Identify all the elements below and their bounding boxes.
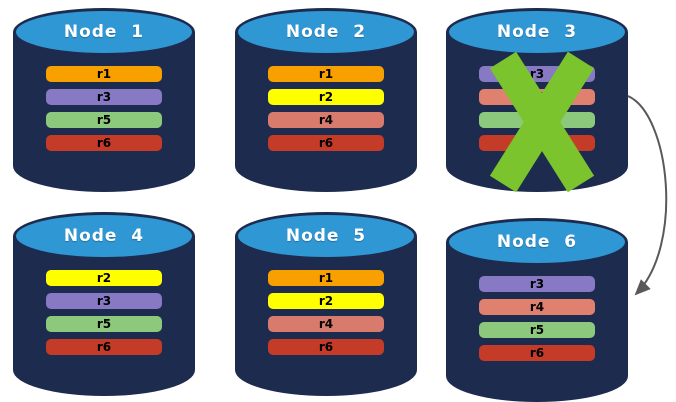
replica-label: r2 [96, 271, 112, 285]
node-2-title: Node 2 [285, 22, 367, 42]
node-5-replica-r4: r4 [268, 316, 384, 332]
node-6-replica-r3: r3 [479, 276, 595, 292]
node-2-replica-r6: r6 [268, 135, 384, 151]
node-2-replica-r4: r4 [268, 112, 384, 128]
node-6-title: Node 6 [496, 232, 578, 252]
node-5-cylinder-top: Node 5 [235, 212, 417, 260]
replica-label: r3 [96, 90, 112, 104]
node-6-cylinder-top: Node 6 [446, 218, 628, 266]
node-6-replica-r6: r6 [479, 345, 595, 361]
node-2-cylinder-top: Node 2 [235, 8, 417, 56]
node-4-replica-r3: r3 [46, 293, 162, 309]
node-5-title: Node 5 [285, 226, 367, 246]
node-6-replica-list: r3 r4 r5 r6 [446, 276, 628, 361]
replica-label: r6 [96, 136, 112, 150]
replica-label: r3 [529, 67, 545, 81]
node-5-replica-r2: r2 [268, 293, 384, 309]
node-5-replica-r6: r6 [268, 339, 384, 355]
replica-label: r5 [96, 317, 112, 331]
node-5: Node 5 r1 r2 r4 r6 [235, 212, 417, 396]
failure-x-icon [489, 51, 595, 193]
arrow-curve [627, 95, 668, 296]
node-4-cylinder-top: Node 4 [13, 212, 195, 260]
replica-label: r3 [96, 294, 112, 308]
node-2-replica-r2: r2 [268, 89, 384, 105]
node-1-title: Node 1 [63, 22, 145, 42]
node-1-cylinder-top: Node 1 [13, 8, 195, 56]
replica-label: r5 [529, 323, 545, 337]
replica-label: r2 [318, 294, 334, 308]
node-1-replica-r5: r5 [46, 112, 162, 128]
node-4-replica-r6: r6 [46, 339, 162, 355]
replica-label: r5 [96, 113, 112, 127]
node-2-replica-r1: r1 [268, 66, 384, 82]
node-4-title: Node 4 [63, 226, 145, 246]
node-1-replica-r6: r6 [46, 135, 162, 151]
node-1-replica-r1: r1 [46, 66, 162, 82]
node-4-replica-r5: r5 [46, 316, 162, 332]
node-6-replica-r5: r5 [479, 322, 595, 338]
node-4-replica-r2: r2 [46, 270, 162, 286]
node-1-replica-r3: r3 [46, 89, 162, 105]
replica-label: r6 [318, 340, 334, 354]
node-4-replica-list: r2 r3 r5 r6 [13, 270, 195, 355]
node-2: Node 2 r1 r2 r4 r6 [235, 8, 417, 192]
node-1-replica-list: r1 r3 r5 r6 [13, 66, 195, 151]
replica-label: r1 [318, 271, 334, 285]
replica-label: r2 [318, 90, 334, 104]
node-6-replica-r4: r4 [479, 299, 595, 315]
replica-label: r6 [96, 340, 112, 354]
replica-label: r6 [318, 136, 334, 150]
node-4: Node 4 r2 r3 r5 r6 [13, 212, 195, 396]
replica-label: r1 [96, 67, 112, 81]
replica-label: r1 [318, 67, 334, 81]
node-2-replica-list: r1 r2 r4 r6 [235, 66, 417, 151]
node-6: Node 6 r3 r4 r5 r6 [446, 218, 628, 402]
replica-label: r3 [529, 277, 545, 291]
replica-label: r6 [529, 346, 545, 360]
node-3-title: Node 3 [496, 22, 578, 42]
replica-label: r4 [529, 300, 545, 314]
replica-label: r4 [318, 113, 334, 127]
node-3: Node 3 r3 r4 r5 r6 [446, 8, 628, 193]
replica-label: r4 [318, 317, 334, 331]
node-1: Node 1 r1 r3 r5 r6 [13, 8, 195, 192]
node-5-replica-list: r1 r2 r4 r6 [235, 270, 417, 355]
node-3-cylinder-top: Node 3 [446, 8, 628, 56]
node-5-replica-r1: r1 [268, 270, 384, 286]
